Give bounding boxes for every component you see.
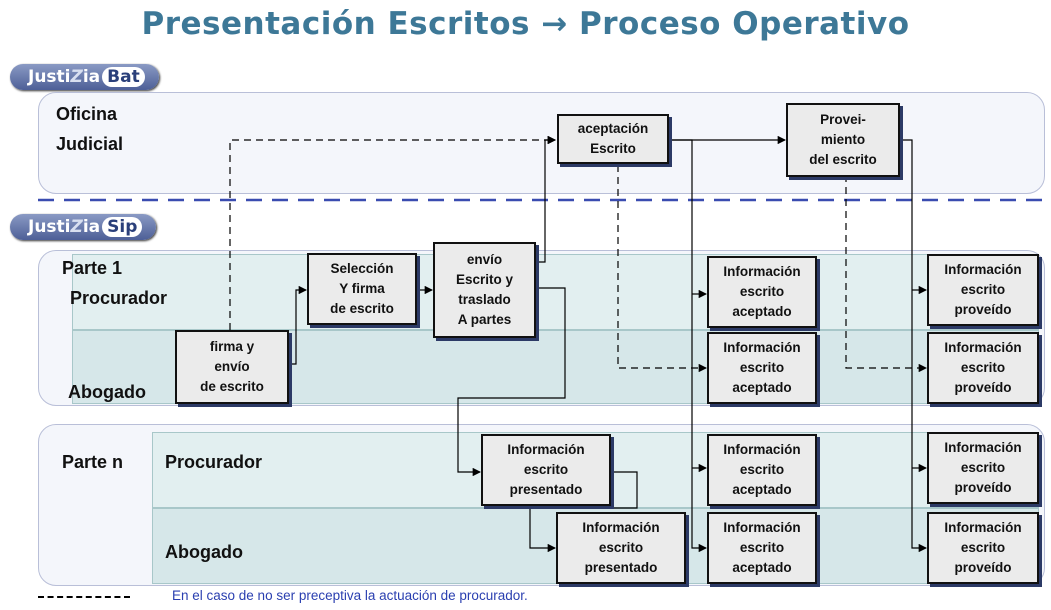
info-presentado-pn-procurador: Información escrito presentado — [481, 434, 611, 506]
abogado-label: Abogado — [165, 542, 243, 562]
abogado-label: Abogado — [68, 382, 146, 402]
parte-1-procurador-lane — [72, 254, 1039, 330]
logo-suffix: Sip — [102, 217, 143, 237]
info-presentado-pn-abogado: Información escrito presentado — [556, 512, 686, 584]
logo-mid: ia — [82, 217, 101, 237]
parte-n-label: Parte n — [62, 452, 124, 472]
aceptacion-escrito-box: aceptación Escrito — [557, 114, 669, 164]
proveimiento-box: Provei- miento del escrito — [786, 103, 900, 177]
info-proveido-p1-abogado: Información escrito proveído — [927, 332, 1039, 404]
seleccion-firma-box: Selección Y firma de escrito — [307, 253, 417, 325]
info-proveido-pn-procurador: Información escrito proveído — [927, 432, 1039, 504]
firma-envio-box: firma y envío de escrito — [175, 330, 289, 404]
info-proveido-p1-procurador: Información escrito proveído — [927, 254, 1039, 326]
presentado-to-presentado-connector — [529, 471, 638, 553]
diagram-title: Presentación Escritos → Proceso Operativ… — [141, 6, 910, 42]
legend-text: En el caso de no ser preceptiva la actua… — [172, 588, 528, 603]
envio-escrito-box: envío Escrito y traslado A partes — [433, 242, 536, 338]
info-proveido-pn-abogado: Información escrito proveído — [927, 512, 1039, 584]
legend-dashed-line — [38, 596, 130, 598]
info-aceptado-p1-procurador: Información escrito aceptado — [707, 256, 817, 328]
logo-mid: ia — [82, 67, 101, 87]
proveimiento-to-proveido-connector — [900, 139, 928, 553]
info-aceptado-pn-abogado: Información escrito aceptado — [707, 512, 817, 584]
info-aceptado-pn-procurador: Información escrito aceptado — [707, 434, 817, 506]
envio-to-aceptacion-connector — [535, 135, 557, 263]
logo-prefix: Justi — [28, 67, 71, 87]
aceptacion-to-aceptado-connector — [668, 139, 708, 553]
proveimiento-dashed-to-abogado — [845, 175, 928, 373]
firma-to-aceptacion-connector — [229, 135, 557, 330]
logo-z: Z — [70, 67, 83, 87]
oficina-label: Oficina — [56, 104, 118, 124]
envio-to-presentado-connector — [457, 287, 566, 477]
logo-prefix: Justi — [28, 217, 71, 237]
logo-z: Z — [70, 217, 83, 237]
aceptacion-dashed-to-abogado — [617, 165, 708, 373]
procurador-label: Procurador — [70, 288, 168, 308]
procurador-label: Procurador — [165, 452, 263, 472]
logo-suffix: Bat — [102, 67, 145, 87]
firma-to-seleccion-connector — [290, 285, 308, 365]
judicial-label: Judicial — [56, 134, 124, 154]
parte-1-label: Parte 1 — [62, 258, 123, 278]
info-aceptado-p1-abogado: Información escrito aceptado — [707, 332, 817, 404]
